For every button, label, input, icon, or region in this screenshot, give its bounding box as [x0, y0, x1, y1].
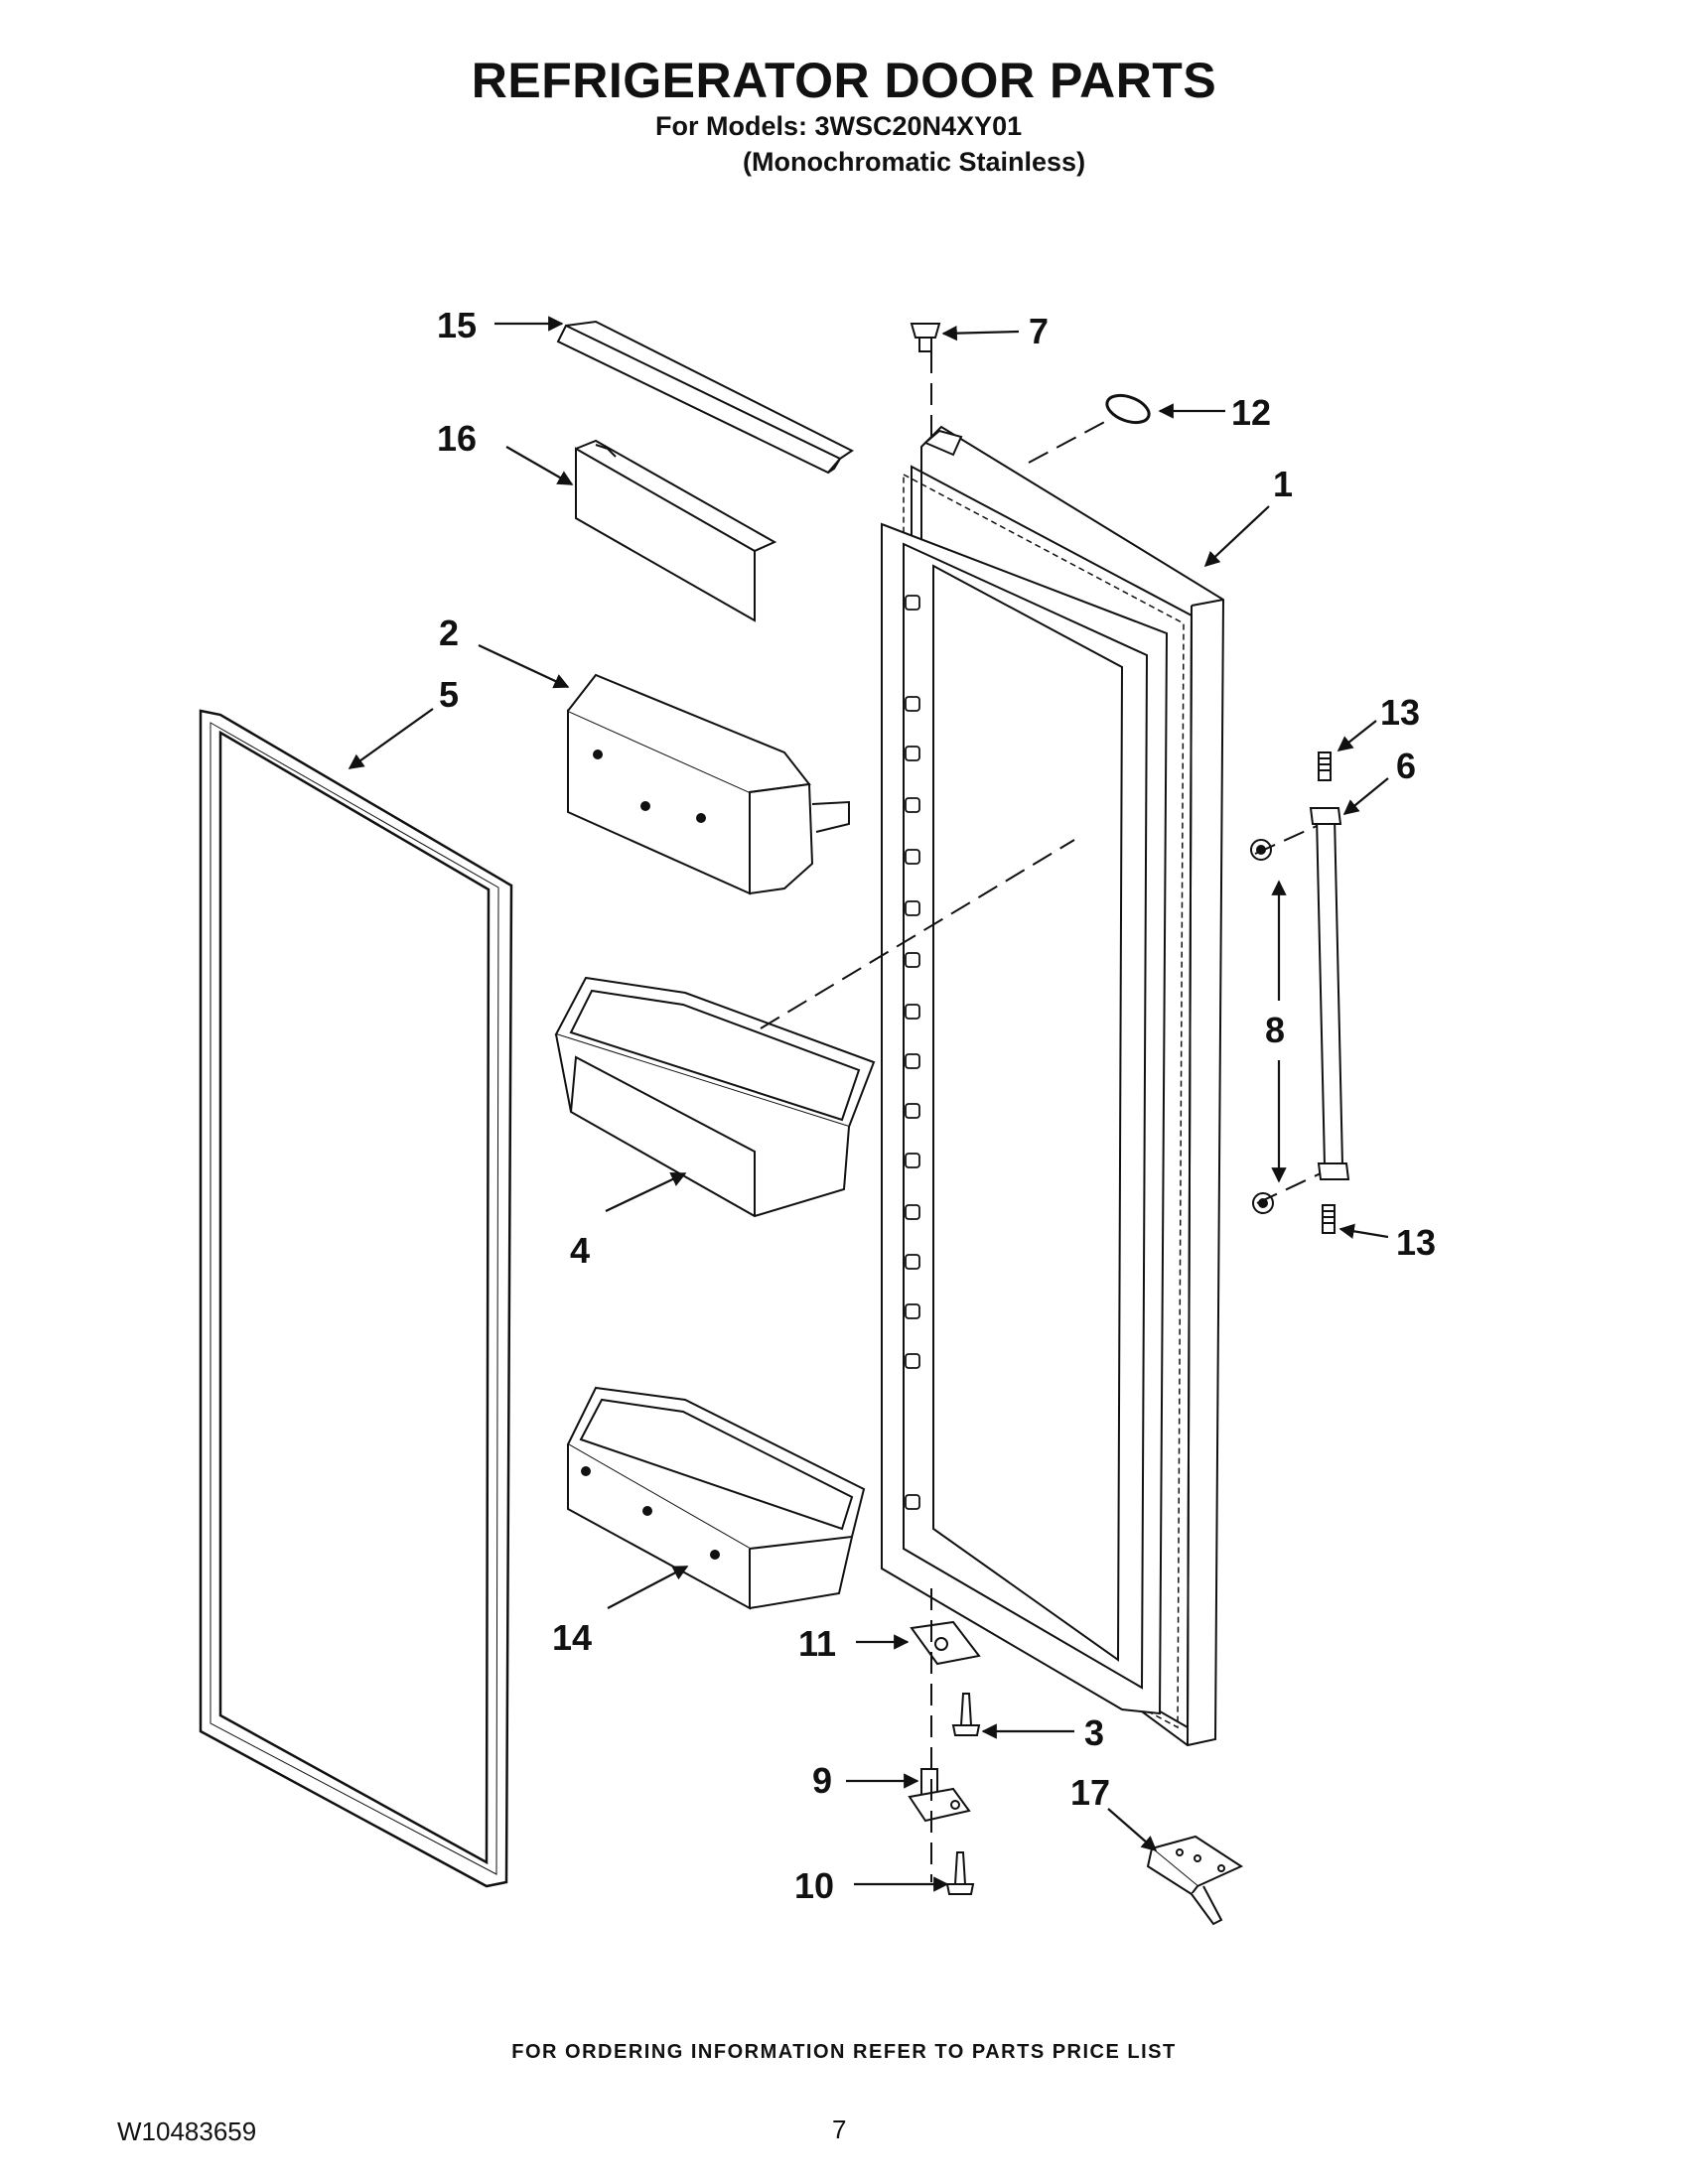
callout-17: 17 — [1070, 1772, 1110, 1813]
models-line: For Models: 3WSC20N4XY01 — [655, 111, 1023, 141]
part-10-screw — [945, 1851, 975, 1895]
callout-7: 7 — [1029, 311, 1049, 351]
ordering-note: FOR ORDERING INFORMATION REFER TO PARTS … — [511, 2041, 1177, 2063]
part-6-handle — [1309, 807, 1350, 1180]
callout-10: 10 — [794, 1865, 834, 1906]
callout-6: 6 — [1396, 746, 1416, 786]
callout-5: 5 — [439, 674, 459, 715]
callout-3: 3 — [1084, 1712, 1104, 1753]
part-15-shelf-trim — [556, 320, 854, 475]
part-5-door-gasket — [199, 709, 513, 1888]
part-13-set-screw — [1318, 751, 1336, 1234]
callout-13-bottom: 13 — [1396, 1222, 1436, 1263]
callout-12: 12 — [1231, 392, 1271, 433]
page-number: 7 — [832, 2115, 847, 2144]
part-16-shelf-front — [575, 439, 777, 622]
callout-1: 1 — [1273, 464, 1293, 504]
part-9-hinge-pin — [908, 1768, 971, 1823]
part-17-bracket — [1146, 1835, 1244, 1926]
part-4-door-bin — [554, 976, 876, 1218]
callout-9: 9 — [812, 1760, 832, 1801]
finish-line: (Monochromatic Stainless) — [743, 147, 1086, 177]
assembly-lines — [760, 351, 1322, 1882]
part-14-door-bin — [566, 1386, 866, 1610]
part-3-screw — [951, 1693, 981, 1736]
callout-14: 14 — [552, 1617, 592, 1658]
part-12-bushing — [1105, 393, 1151, 425]
document-number: W10483659 — [117, 2116, 257, 2146]
callout-11: 11 — [798, 1623, 836, 1664]
callout-13-top: 13 — [1380, 692, 1420, 733]
callout-2: 2 — [439, 613, 459, 653]
part-7-hinge-cap — [910, 323, 941, 352]
callout-15: 15 — [437, 305, 477, 345]
callout-16: 16 — [437, 418, 477, 459]
page-title: REFRIGERATOR DOOR PARTS — [471, 53, 1217, 108]
callout-4: 4 — [570, 1230, 590, 1271]
part-2-door-bin — [567, 673, 850, 895]
part-11-hinge-plate — [910, 1620, 981, 1666]
callout-arrows — [348, 316, 1389, 1892]
callout-8: 8 — [1265, 1010, 1285, 1050]
part-1-door-liner — [881, 425, 1225, 1747]
